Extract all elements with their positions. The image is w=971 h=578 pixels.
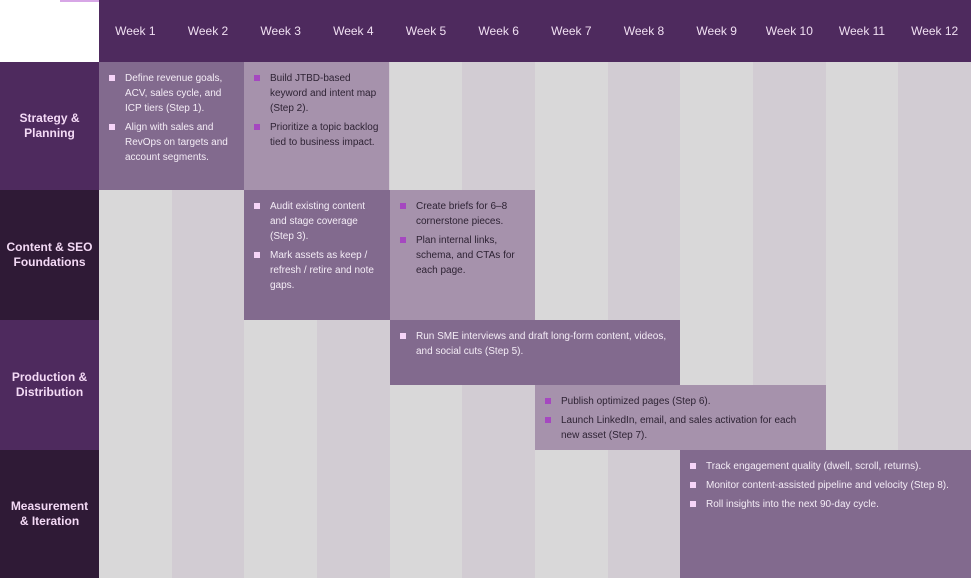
week-label: Week 10 <box>765 24 813 38</box>
week-label: Week 3 <box>260 24 301 38</box>
week-label: Week 1 <box>115 24 156 38</box>
week-label: Week 7 <box>551 24 592 38</box>
task-item: Align with sales and RevOps on targets a… <box>109 120 234 165</box>
week-label: Week 11 <box>838 24 886 38</box>
task-bar: Run SME interviews and draft long-form c… <box>390 320 680 385</box>
week-label: Week 4 <box>333 24 374 38</box>
week-label: Week 12 <box>911 24 959 38</box>
task-item: Create briefs for 6–8 cornerstone pieces… <box>400 199 525 229</box>
task-item: Run SME interviews and draft long-form c… <box>400 329 670 359</box>
week-label: Week 6 <box>478 24 519 38</box>
task-list: Create briefs for 6–8 cornerstone pieces… <box>400 199 525 278</box>
task-bar: Publish optimized pages (Step 6). Launch … <box>535 385 826 450</box>
phase-content-seo: Content & SEO Foundations <box>0 190 99 320</box>
task-list: Define revenue goals, ACV, sales cycle, … <box>109 71 234 165</box>
task-item: Plan internal links, schema, and CTAs fo… <box>400 233 525 278</box>
task-bar: Create briefs for 6–8 cornerstone pieces… <box>390 190 535 320</box>
phase-production-distribution: Production & Distribution <box>0 320 99 450</box>
task-item: Define revenue goals, ACV, sales cycle, … <box>109 71 234 116</box>
task-bar: Track engagement quality (dwell, scroll,… <box>680 450 971 578</box>
week-header <box>99 0 971 62</box>
week-label: Week 5 <box>405 24 447 38</box>
task-item: Publish optimized pages (Step 6). <box>545 394 816 409</box>
task-bar: Define revenue goals, ACV, sales cycle, … <box>99 62 244 190</box>
task-list: Publish optimized pages (Step 6). Launch … <box>545 394 816 443</box>
accent-line <box>60 0 99 2</box>
week-label: Week 8 <box>623 24 665 38</box>
task-item: Roll insights into the next 90-day cycle… <box>690 497 961 512</box>
phase-measurement-iteration: Measurement & Iteration <box>0 450 99 578</box>
task-item: Prioritize a topic backlog tied to busin… <box>254 120 379 150</box>
task-list: Run SME interviews and draft long-form c… <box>400 329 670 359</box>
task-item: Audit existing content and stage coverag… <box>254 199 380 244</box>
task-item: Launch LinkedIn, email, and sales activa… <box>545 413 816 443</box>
task-item: Build JTBD-based keyword and intent map … <box>254 71 379 116</box>
week-label: Week 9 <box>696 24 737 38</box>
task-list: Build JTBD-based keyword and intent map … <box>254 71 379 150</box>
phase-strategy-planning: Strategy & Planning <box>0 62 99 190</box>
task-bar: Build JTBD-based keyword and intent map … <box>244 62 389 190</box>
task-list: Audit existing content and stage coverag… <box>254 199 380 293</box>
task-item: Monitor content-assisted pipeline and ve… <box>690 478 961 493</box>
task-list: Track engagement quality (dwell, scroll,… <box>690 459 961 512</box>
task-bar: Audit existing content and stage coverag… <box>244 190 390 320</box>
week-label: Week 2 <box>187 24 229 38</box>
task-item: Mark assets as keep / refresh / retire a… <box>254 248 380 293</box>
task-item: Track engagement quality (dwell, scroll,… <box>690 459 961 474</box>
